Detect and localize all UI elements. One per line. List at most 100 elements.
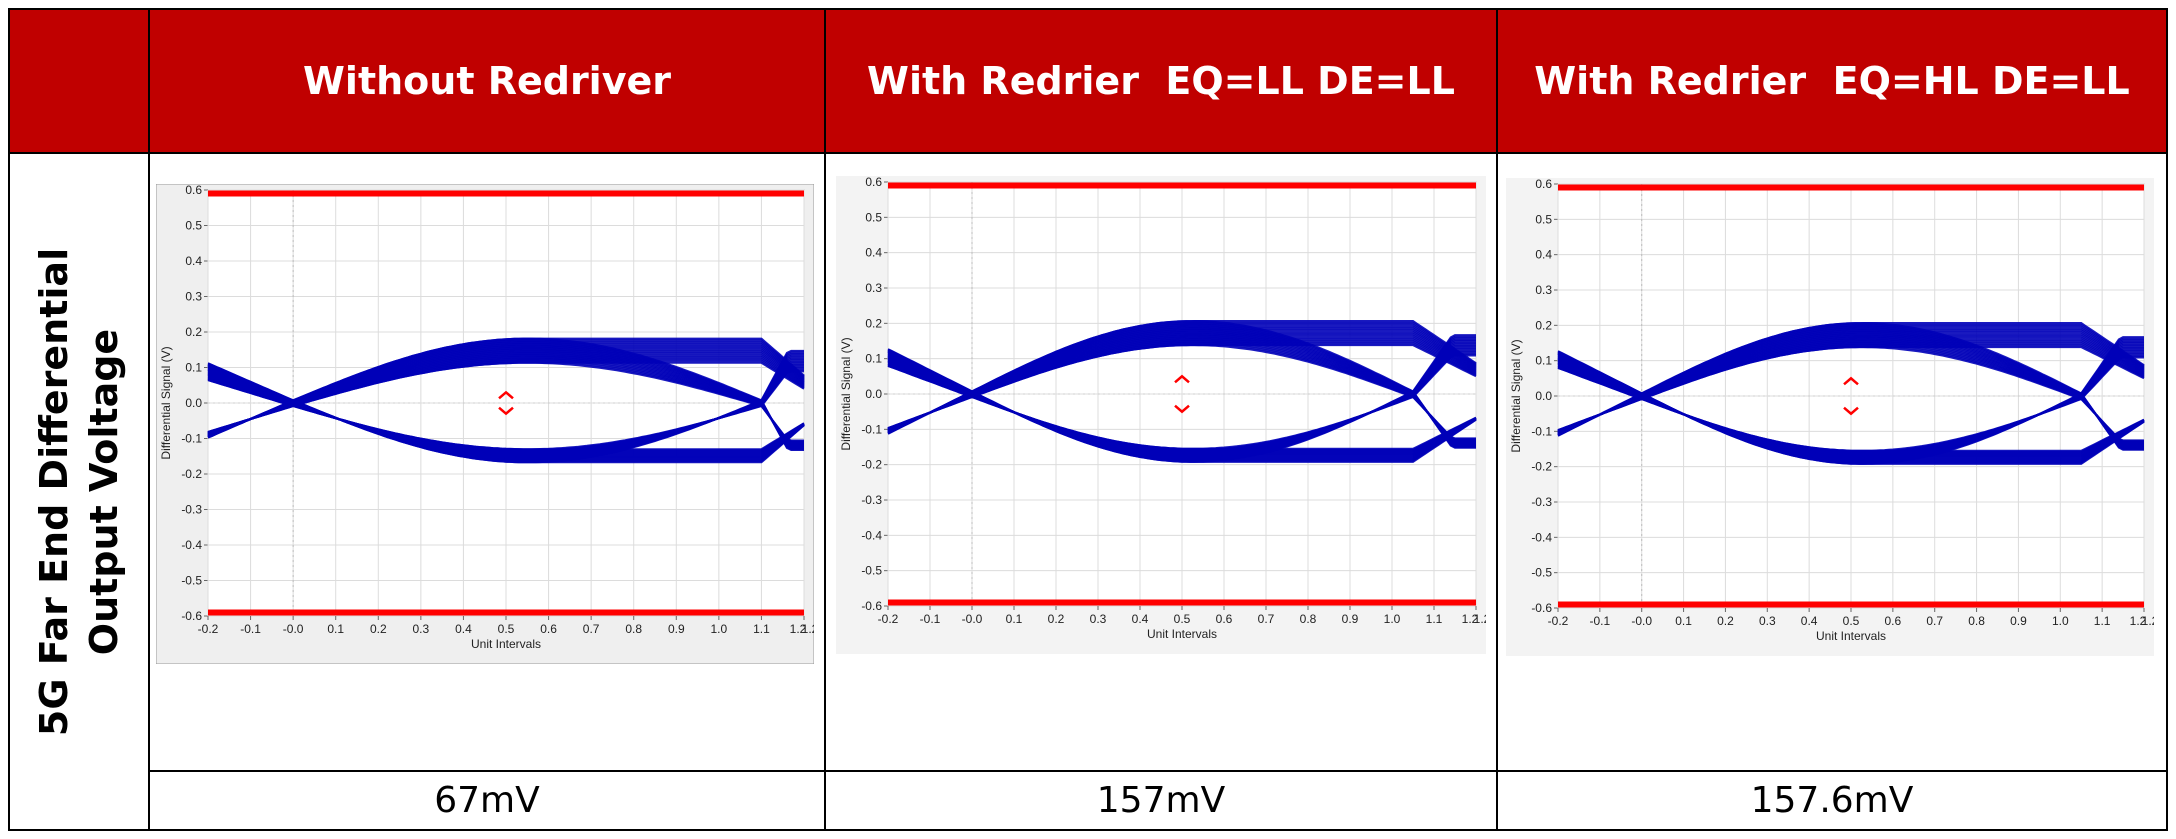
x-tick-label: 0.3 (1090, 612, 1107, 626)
y-tick-label: -0.4 (861, 528, 882, 542)
header-eq-hl-de-ll: With Redrier EQ=HL DE=LL (1496, 8, 2168, 154)
x-tick-label: 1.2 (790, 622, 807, 636)
x-tick-label: 1.2 (2142, 614, 2154, 628)
x-tick-label: 0.1 (1006, 612, 1023, 626)
x-tick-label: -0.1 (920, 612, 941, 626)
eye-traces (1557, 322, 2145, 465)
marker-down-chevron (1843, 406, 1859, 416)
x-tick-label: 1.2 (802, 622, 814, 636)
row-label: 5G Far End Differential Output Voltage (8, 152, 150, 831)
x-tick-label: 0.8 (1300, 612, 1317, 626)
y-tick-label: 0.4 (185, 254, 202, 268)
value-cell-3: 157.6mV (1496, 770, 2168, 831)
x-tick-label: 0.9 (1342, 612, 1359, 626)
x-axis-label: Unit Intervals (1147, 627, 1217, 641)
y-tick-label: 0.5 (865, 210, 882, 224)
eye-trace-hold-high (207, 337, 804, 451)
row-label-text: 5G Far End Differential Output Voltage (29, 247, 129, 735)
marker-down-chevron (1174, 404, 1190, 414)
x-tick-label: 0.8 (1968, 614, 1985, 628)
y-tick-label: -0.3 (181, 503, 202, 517)
x-tick-label: 1.0 (1384, 612, 1401, 626)
y-tick-label: -0.4 (1531, 530, 1552, 544)
x-tick-label: 0.7 (1926, 614, 1943, 628)
x-tick-label: -0.0 (962, 612, 983, 626)
eye-traces (207, 337, 805, 464)
x-tick-label: 0.5 (1843, 614, 1860, 628)
eye-trace-hold-high (1557, 322, 2144, 451)
x-axis-label: Unit Intervals (471, 637, 541, 651)
eye-diagram-chart-1: 0.60.50.40.30.20.10.0-0.1-0.2-0.3-0.4-0.… (156, 184, 814, 664)
y-tick-label: 0.2 (185, 325, 202, 339)
x-tick-label: -0.0 (1631, 614, 1652, 628)
x-tick-label: 0.9 (668, 622, 685, 636)
y-tick-label: 0.3 (865, 281, 882, 295)
x-tick-label: 1.2 (1474, 612, 1486, 626)
eye-diagram-3: 0.6 0.5 0.4 0.3 0.2 0.1 0.0 -0.1 -0.2 -0.3 -0.4 -0.… (1506, 178, 2154, 656)
eye-opening-value-3: 157.6mV (1750, 780, 1914, 821)
header-corner (8, 8, 150, 154)
eye-diagram-chart-3: 0.6 0.5 0.4 0.3 0.2 0.1 0.0 -0.1 -0.2 -0.3 -0.4 -0.… (1506, 178, 2154, 656)
x-tick-label: -0.0 (283, 622, 304, 636)
x-tick-label: 1.2 (1462, 612, 1479, 626)
eye-trace-hold-high (887, 320, 1476, 449)
x-tick-label: 0.2 (1048, 612, 1065, 626)
y-tick-label: -0.6 (861, 599, 882, 613)
y-tick-label: -0.6 (1531, 601, 1552, 615)
x-tick-label: 1.2 (2130, 614, 2147, 628)
x-tick-label: 0.4 (455, 622, 472, 636)
value-cell-2: 157mV (824, 770, 1498, 831)
row-label-line1: 5G Far End Differential (32, 247, 77, 736)
eye-diagram-chart-2: 0.60.50.40.30.20.10.0-0.1-0.2-0.3-0.4-0.… (836, 176, 1486, 654)
y-tick-label: -0.4 (181, 538, 202, 552)
x-tick-label: 0.8 (625, 622, 642, 636)
y-tick-label: -0.2 (1531, 460, 1552, 474)
x-tick-label: -0.2 (878, 612, 899, 626)
x-tick-label: 0.6 (540, 622, 557, 636)
plot-cell-3: 0.6 0.5 0.4 0.3 0.2 0.1 0.0 -0.1 -0.2 -0.3 -0.4 -0.… (1496, 152, 2168, 772)
y-tick-label: -0.1 (181, 432, 202, 446)
y-tick-label: -0.2 (861, 458, 882, 472)
marker-down-chevron (498, 406, 514, 416)
y-tick-label: 0.1 (1535, 354, 1552, 368)
y-tick-label: 0.1 (185, 361, 202, 375)
x-tick-label: -0.1 (1590, 614, 1611, 628)
y-tick-label: -0.5 (1531, 566, 1552, 580)
y-tick-label: -0.5 (861, 564, 882, 578)
x-tick-label: 0.2 (370, 622, 387, 636)
x-tick-label: 1.0 (2052, 614, 2069, 628)
eye-trace-hold-low (207, 349, 804, 464)
x-tick-label: 0.3 (413, 622, 430, 636)
x-tick-label: 0.1 (327, 622, 344, 636)
y-tick-label: 0.0 (1535, 389, 1552, 403)
header-without-redriver: Without Redriver (148, 8, 826, 154)
eye-trace-hold-low (1557, 336, 2144, 465)
y-tick-label: 0.5 (185, 219, 202, 233)
y-tick-label: 0.6 (1535, 178, 1552, 191)
x-tick-label: 1.0 (711, 622, 728, 636)
y-tick-label: 0.0 (865, 387, 882, 401)
x-tick-label: 0.4 (1801, 614, 1818, 628)
header-eq-ll-de-ll: With Redrier EQ=LL DE=LL (824, 8, 1498, 154)
y-tick-label: 0.2 (1535, 318, 1552, 332)
y-axis-label: Differential Signal (V) (1509, 339, 1523, 452)
y-tick-label: -0.2 (181, 467, 202, 481)
x-tick-label: 1.1 (1426, 612, 1443, 626)
y-tick-label: -0.1 (861, 422, 882, 436)
x-tick-label: 1.1 (2094, 614, 2111, 628)
y-tick-label: 0.5 (1535, 212, 1552, 226)
y-tick-label: 0.3 (1535, 283, 1552, 297)
x-tick-label: 0.5 (1174, 612, 1191, 626)
y-tick-label: -0.5 (181, 574, 202, 588)
y-tick-label: -0.3 (1531, 495, 1552, 509)
x-tick-label: 0.3 (1759, 614, 1776, 628)
marker-up-chevron (498, 390, 514, 400)
marker-up-chevron (1174, 374, 1190, 384)
eye-trace-hold-low (887, 334, 1476, 463)
y-tick-label: 0.4 (1535, 248, 1552, 262)
y-tick-label: -0.3 (861, 493, 882, 507)
y-tick-label: -0.6 (181, 609, 202, 623)
comparison-table: Without Redriver With Redrier EQ=LL DE=L… (8, 8, 2168, 831)
